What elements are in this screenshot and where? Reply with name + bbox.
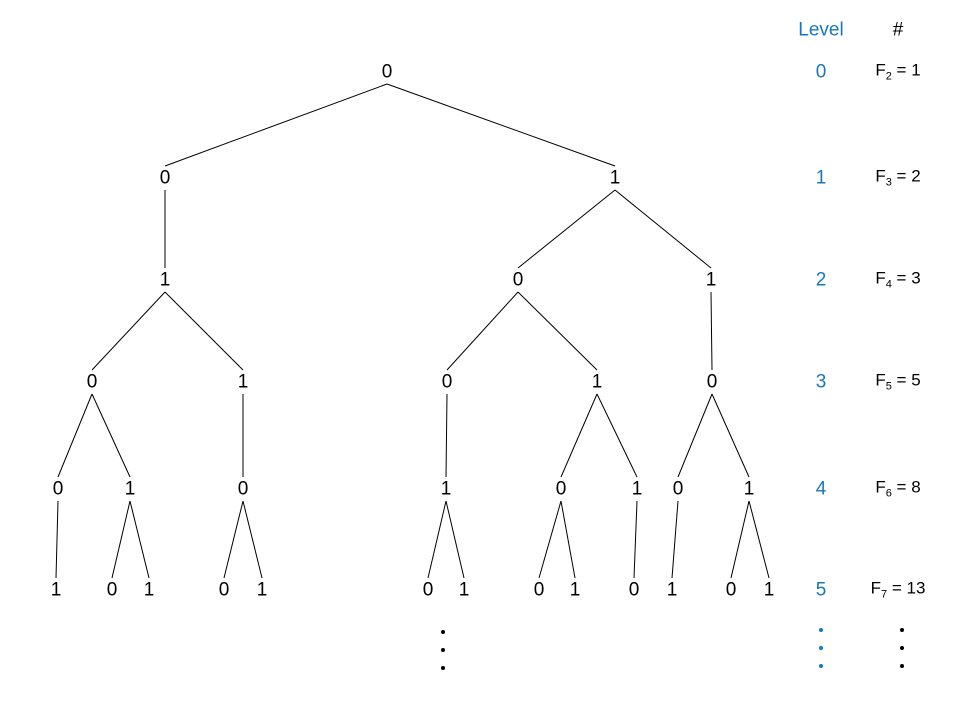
tree-edge	[164, 83, 388, 167]
tree-edge	[129, 500, 150, 579]
tree-edge	[242, 500, 263, 579]
fibonacci-value: = 8	[891, 477, 921, 497]
fibonacci-value: = 5	[891, 370, 921, 390]
tree-node: 1	[763, 579, 775, 601]
tree-edge	[386, 83, 616, 167]
level-number: 5	[815, 579, 827, 601]
tree-edge	[671, 500, 679, 579]
tree-node: 1	[666, 579, 678, 601]
tree-node: 1	[143, 579, 155, 601]
level-column-header: Level	[798, 19, 844, 41]
tree-node: 1	[631, 478, 643, 500]
fibonacci-symbol: F	[875, 477, 886, 497]
tree-edge	[91, 291, 166, 371]
fibonacci-value: = 1	[891, 60, 921, 80]
tree-edge	[57, 393, 93, 478]
fibonacci-symbol: F	[870, 578, 881, 598]
count-column-header: #	[892, 19, 904, 41]
tree-edge	[560, 500, 576, 579]
fibonacci-count: F2 = 1	[875, 61, 920, 82]
fibonacci-symbol: F	[875, 370, 886, 390]
tree-node: 0	[628, 579, 640, 601]
tree-node: 0	[555, 478, 567, 500]
tree-node: 1	[591, 371, 603, 393]
tree-node: 0	[533, 579, 545, 601]
tree-node: 0	[106, 579, 118, 601]
tree-node: 1	[458, 579, 470, 601]
tree-node: 1	[440, 478, 452, 500]
tree-edge	[446, 291, 519, 371]
tree-node: 1	[569, 579, 581, 601]
fibonacci-index: 7	[880, 588, 888, 601]
level-number: 1	[815, 167, 827, 189]
tree-edge	[538, 500, 562, 579]
tree-node: 1	[159, 269, 171, 291]
level-number: 3	[815, 371, 827, 393]
fibonacci-symbol: F	[875, 268, 886, 288]
tree-node: 1	[609, 167, 621, 189]
tree-node: 1	[237, 371, 249, 393]
fibonacci-count: F7 = 13	[871, 579, 926, 600]
tree-edge	[710, 291, 713, 371]
tree-edge	[445, 500, 465, 579]
fibonacci-symbol: F	[875, 166, 886, 186]
tree-node: 0	[706, 371, 718, 393]
tree-edge	[730, 500, 750, 579]
tree-edge	[164, 291, 244, 371]
tree-node: 1	[743, 478, 755, 500]
tree-edge	[614, 189, 712, 269]
fibonacci-value: = 2	[891, 166, 921, 186]
tree-edge	[560, 393, 598, 478]
tree-edge	[633, 500, 638, 579]
fibonacci-symbol: F	[875, 60, 886, 80]
tree-node: 0	[441, 371, 453, 393]
tree-node: 0	[512, 269, 524, 291]
tree-edge	[517, 189, 616, 269]
tree-node: 0	[159, 167, 171, 189]
level-number: 2	[815, 269, 827, 291]
tree-node: 1	[50, 579, 62, 601]
tree-edge	[427, 500, 447, 579]
tree-node: 0	[52, 478, 64, 500]
tree-edge	[596, 393, 638, 478]
tree-edge	[677, 393, 713, 478]
fibonacci-value: = 13	[887, 578, 926, 598]
tree-edge	[223, 500, 244, 579]
fibonacci-value: = 3	[891, 268, 921, 288]
tree-edge	[748, 500, 770, 579]
tree-edge	[91, 393, 131, 478]
fibonacci-count: F3 = 2	[875, 167, 920, 188]
fibonacci-index: 5	[885, 380, 892, 393]
tree-node: 1	[705, 269, 717, 291]
level-number: 4	[815, 478, 827, 500]
level-number: 0	[815, 61, 827, 83]
tree-node: 1	[124, 478, 136, 500]
tree-edge	[55, 500, 59, 579]
count-ellipsis-icon	[900, 621, 904, 675]
tree-node: 0	[86, 371, 98, 393]
fibonacci-index: 6	[885, 487, 892, 500]
tree-node: 0	[237, 478, 249, 500]
tree-node: 0	[218, 579, 230, 601]
level-ellipsis-icon	[819, 621, 823, 675]
fibonacci-index: 2	[885, 70, 892, 83]
tree-edge	[445, 393, 448, 478]
tree-node: 0	[672, 478, 684, 500]
tree-ellipsis-icon	[441, 623, 445, 677]
tree-node: 0	[725, 579, 737, 601]
tree-node: 0	[422, 579, 434, 601]
tree-edge	[711, 393, 750, 478]
fibonacci-count: F6 = 8	[875, 478, 920, 499]
tree-node: 0	[381, 61, 393, 83]
tree-edge	[111, 500, 131, 579]
fibonacci-count: F5 = 5	[875, 371, 920, 392]
tree-node: 1	[256, 579, 268, 601]
fibonacci-index: 4	[885, 278, 892, 291]
fibonacci-count: F4 = 3	[875, 269, 920, 290]
tree-edge	[517, 291, 598, 371]
fibonacci-index: 3	[885, 176, 892, 189]
